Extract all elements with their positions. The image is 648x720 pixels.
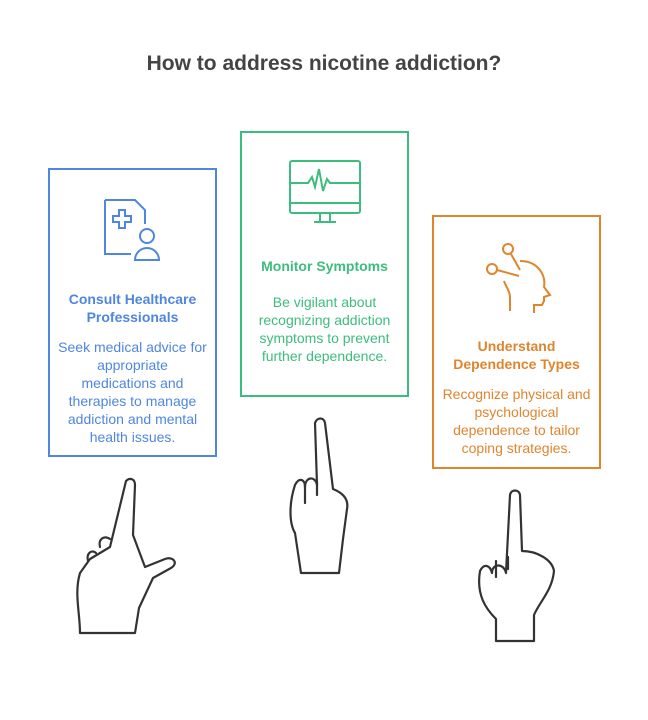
pointing-hand-icon (76, 477, 176, 635)
heart-monitor-icon (288, 160, 361, 223)
card-description: Recognize physical and psychological dep… (442, 386, 591, 456)
medical-document-person-icon (103, 199, 160, 261)
pointing-hand-icon (289, 417, 349, 575)
page-title: How to address nicotine addiction? (146, 52, 502, 75)
card-description: Seek medical advice for appropriate medi… (58, 339, 207, 445)
card-dependence-types: Understand Dependence Types Recognize ph… (432, 215, 601, 469)
card-description: Be vigilant about recognizing addiction … (258, 294, 391, 364)
card-heading: Consult Healthcare Professionals (68, 291, 197, 325)
card-heading: Monitor Symptoms (261, 258, 388, 274)
pointing-hand-icon (478, 489, 556, 643)
card-heading: Understand Dependence Types (453, 338, 580, 372)
card-monitor-symptoms: Monitor Symptoms Be vigilant about recog… (240, 131, 409, 397)
card-consult-healthcare: Consult Healthcare Professionals Seek me… (48, 168, 217, 457)
head-pins-icon (485, 243, 552, 313)
